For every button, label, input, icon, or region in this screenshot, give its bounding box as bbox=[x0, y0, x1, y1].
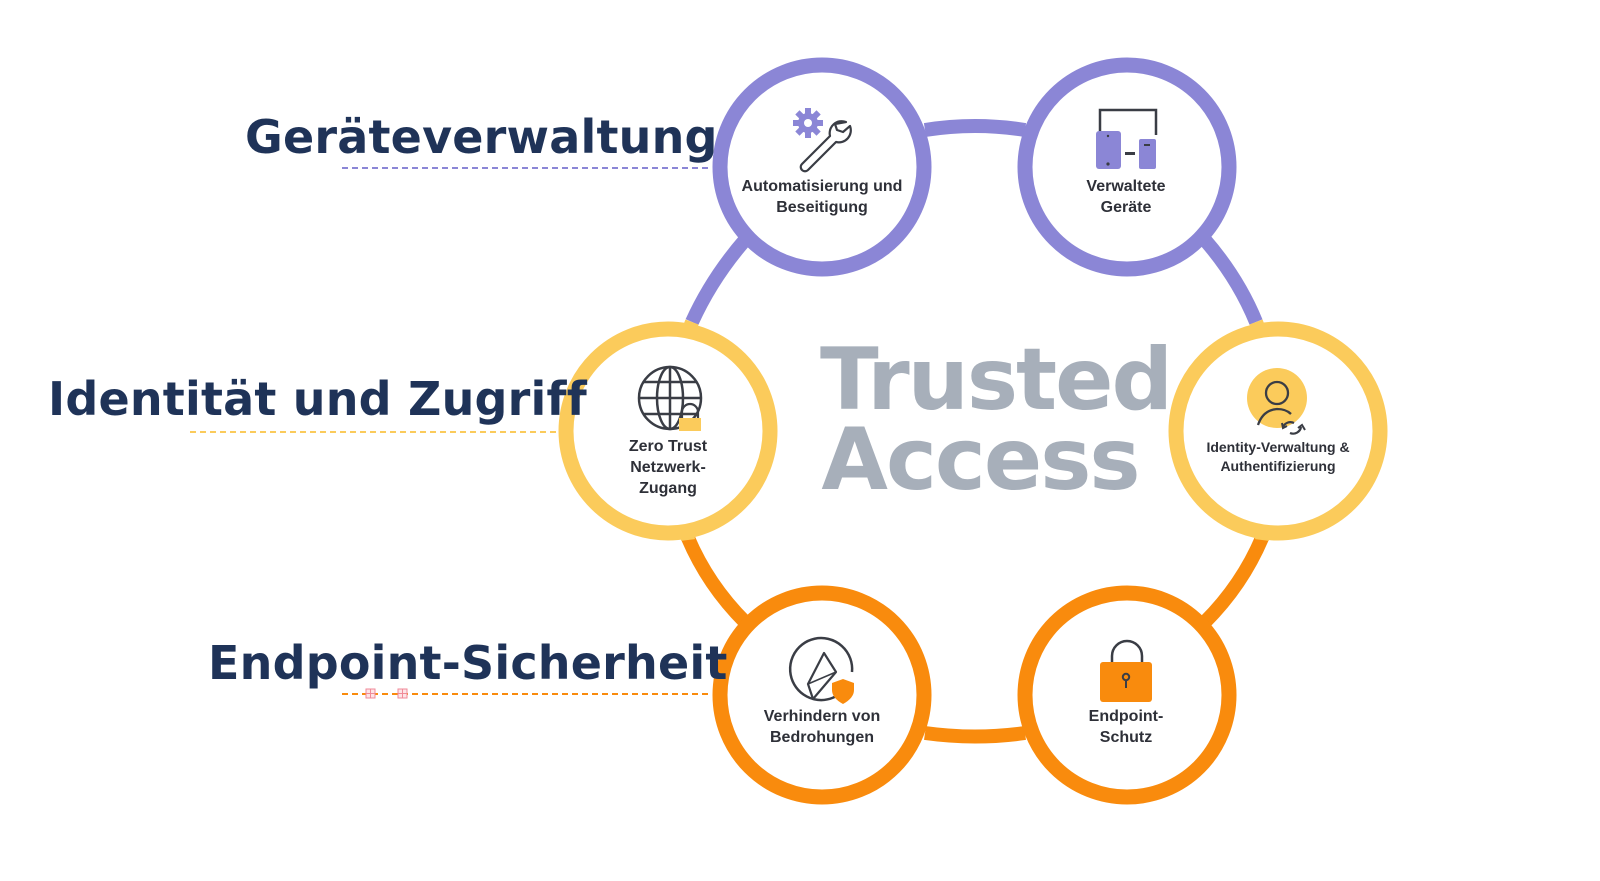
globe-lock-icon bbox=[637, 365, 703, 431]
connector-upper-right bbox=[1199, 235, 1263, 325]
node-circle-automation bbox=[712, 57, 932, 277]
padlock-icon bbox=[1100, 639, 1152, 702]
center-title-line2: Access bbox=[821, 410, 1140, 510]
node-label-line: Verhindern von bbox=[763, 708, 881, 725]
center-title-line1: Trusted bbox=[820, 330, 1173, 430]
node-label-line: Automatisierung und bbox=[741, 178, 903, 195]
user-sync-icon bbox=[1247, 368, 1307, 435]
node-label-automation: Automatisierung und Beseitigung bbox=[727, 176, 917, 218]
connector-lower-left bbox=[681, 535, 750, 627]
center-title: Trusted Access bbox=[820, 330, 1173, 510]
category-label-endpoint-security: Endpoint-Sicherheit bbox=[208, 636, 728, 690]
node-circle-managed-devices bbox=[1017, 57, 1237, 277]
connector-top bbox=[923, 119, 1027, 137]
gear-wrench-icon bbox=[793, 108, 852, 173]
connector-upper-left bbox=[685, 235, 751, 325]
node-label-line: Geräte bbox=[1100, 199, 1152, 216]
compass-shield-icon bbox=[788, 636, 854, 704]
node-label-endpoint-protection: Endpoint- Schutz bbox=[1031, 706, 1221, 748]
devices-icon bbox=[1096, 108, 1158, 169]
node-circle-threat-prevention bbox=[712, 585, 932, 805]
node-label-line: Netzwerk- bbox=[630, 459, 706, 476]
node-label-line: Beseitigung bbox=[776, 199, 868, 216]
node-label-line: Endpoint- bbox=[1088, 708, 1164, 725]
selection-handle-markers bbox=[365, 688, 408, 699]
node-label-line: Schutz bbox=[1099, 729, 1153, 746]
node-label-ztna: Zero Trust Netzwerk- Zugang bbox=[573, 436, 763, 499]
category-label-device-management: Geräteverwaltung bbox=[245, 110, 718, 164]
node-circle-identity bbox=[1168, 321, 1388, 541]
node-label-managed-devices: Verwaltete Geräte bbox=[1031, 176, 1221, 218]
node-label-line: Bedrohungen bbox=[770, 729, 874, 746]
node-label-threat-prevention: Verhindern von Bedrohungen bbox=[727, 706, 917, 748]
connector-lower-right bbox=[1200, 535, 1269, 627]
node-label-line: Zero Trust bbox=[628, 438, 708, 455]
category-label-identity-access: Identität und Zugriff bbox=[48, 372, 587, 426]
node-label-line: Identity-Verwaltung & bbox=[1206, 439, 1350, 455]
node-label-line: Verwaltete bbox=[1086, 178, 1166, 195]
connector-bottom bbox=[924, 726, 1026, 744]
node-circle-ztna bbox=[558, 321, 778, 541]
node-label-identity: Identity-Verwaltung & Authentifizierung bbox=[1178, 438, 1378, 476]
node-label-line: Authentifizierung bbox=[1220, 458, 1336, 474]
node-label-line: Zugang bbox=[639, 480, 697, 497]
